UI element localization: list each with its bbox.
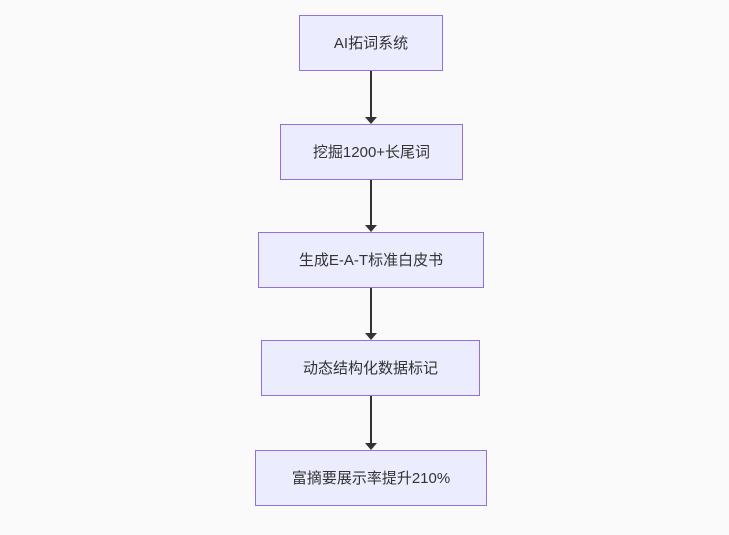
arrow-line (370, 71, 372, 117)
node-label: 挖掘1200+长尾词 (312, 143, 431, 161)
flow-node-rich-snippet-result: 富摘要展示率提升210% (255, 450, 487, 506)
flow-edge-3 (365, 288, 377, 340)
arrow-line (370, 396, 372, 443)
node-label: 生成E-A-T标准白皮书 (298, 251, 444, 269)
arrow-line (370, 288, 372, 333)
flow-node-eat-whitepaper: 生成E-A-T标准白皮书 (258, 232, 484, 288)
flow-node-ai-keyword-system: AI拓词系统 (299, 15, 443, 71)
flow-edge-1 (365, 71, 377, 124)
flow-node-longtail-mining: 挖掘1200+长尾词 (280, 124, 463, 180)
node-label: 富摘要展示率提升210% (291, 469, 451, 487)
arrow-down-icon (365, 225, 377, 232)
arrow-down-icon (365, 333, 377, 340)
node-label: AI拓词系统 (333, 34, 409, 52)
flow-edge-2 (365, 180, 377, 232)
arrow-line (370, 180, 372, 225)
flow-node-structured-data-markup: 动态结构化数据标记 (261, 340, 480, 396)
node-label: 动态结构化数据标记 (302, 359, 438, 377)
arrow-down-icon (365, 443, 377, 450)
arrow-down-icon (365, 117, 377, 124)
flow-edge-4 (365, 396, 377, 450)
